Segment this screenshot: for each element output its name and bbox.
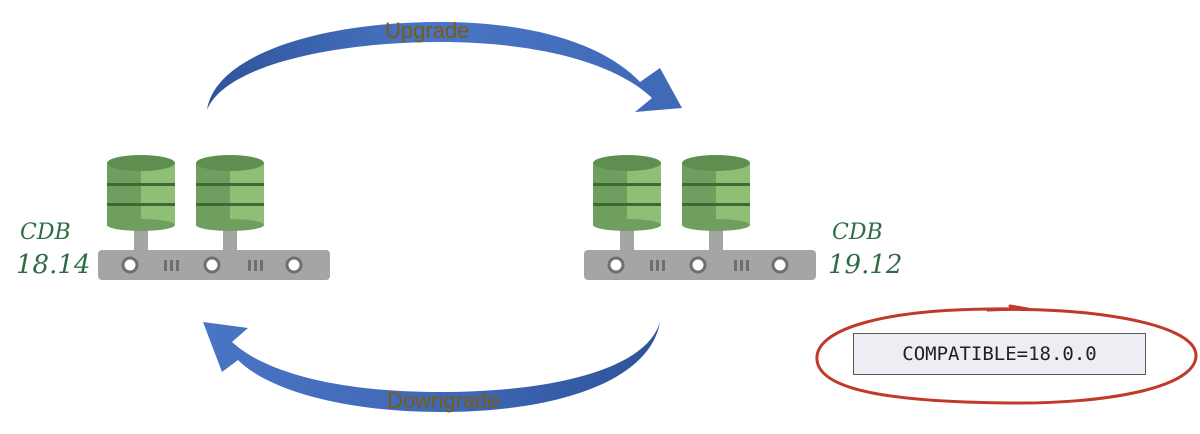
downgrade-arrow bbox=[203, 322, 690, 412]
compatible-parameter-box: COMPATIBLE=18.0.0 bbox=[853, 333, 1146, 375]
left-cdb-title: CDB bbox=[20, 220, 71, 245]
left-cdb-version: 18.14 bbox=[16, 250, 91, 280]
server-rack-icon bbox=[98, 225, 330, 280]
database-icon bbox=[593, 155, 661, 231]
upgrade-label: Upgrade bbox=[385, 18, 470, 43]
database-icon bbox=[196, 155, 264, 231]
database-icon bbox=[107, 155, 175, 231]
left-server-group bbox=[98, 155, 330, 280]
compatible-parameter-text: COMPATIBLE=18.0.0 bbox=[902, 343, 1097, 365]
right-cdb-version: 19.12 bbox=[828, 250, 903, 280]
server-rack-icon bbox=[584, 225, 816, 280]
curved-arrow-icon bbox=[178, 22, 682, 112]
curved-arrow-icon bbox=[203, 322, 690, 412]
highlight-circle bbox=[815, 304, 1198, 405]
upgrade-arrow bbox=[178, 22, 682, 112]
right-cdb-title: CDB bbox=[832, 220, 883, 245]
right-server-group bbox=[584, 155, 816, 280]
downgrade-label: Downgrade bbox=[387, 388, 500, 413]
database-icon bbox=[682, 155, 750, 231]
